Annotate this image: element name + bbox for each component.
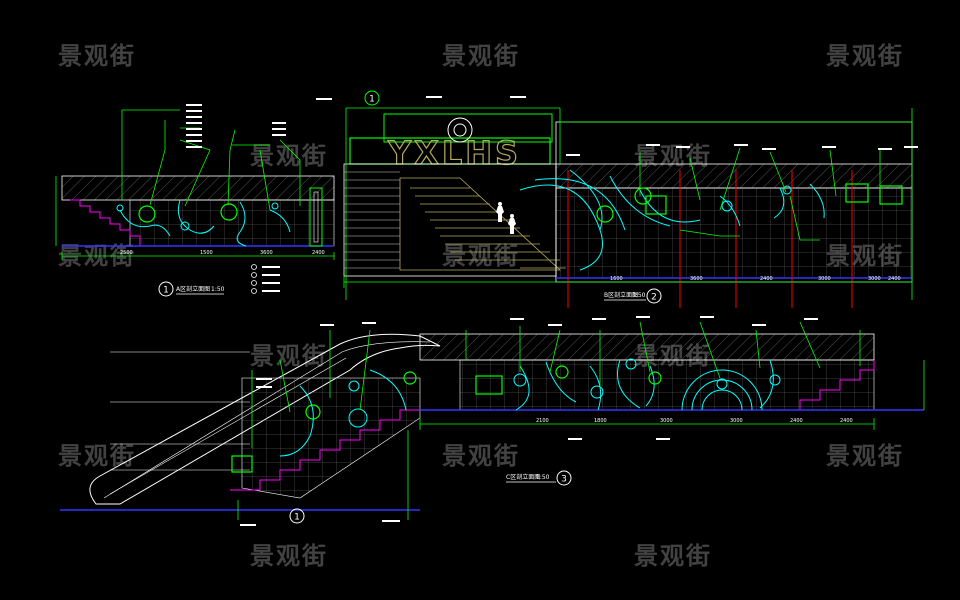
dim-label: 2500 [120,250,133,256]
view-1-number: 1 [163,286,169,296]
dim-label: 1500 [200,250,213,256]
view-1-scale: 1:50 [211,286,225,293]
escalator-view-number: 1 [294,513,300,523]
view-2-number: 2 [651,293,657,303]
dim-label: 2400 [840,418,853,424]
dim-label: 1800 [594,418,607,424]
dim-label: 3600 [690,276,703,282]
view-3-title: C区剖立面图 [506,473,540,481]
section-view-1: 1 A区剖立面图 1:50 [55,104,335,297]
brand-sign: YXLHS [387,134,521,172]
view-2-title: B区剖立面图 [604,291,638,299]
dim-label: 3000 [868,276,881,282]
dim-label: 2400 [888,276,901,282]
dim-label: 3000 [818,276,831,282]
dim-label: 2100 [536,418,549,424]
view-1-title: A区剖立面图 [176,285,210,293]
section-marker: 1 [369,95,375,105]
dim-label: 2400 [760,276,773,282]
view-3-scale: 1:50 [536,474,550,481]
dim-label: 1600 [610,276,623,282]
section-view-2: YXLHS [316,90,918,308]
dimension-labels: 2500 1500 3600 2400 1600 3600 2400 3000 … [120,250,901,424]
view-3-number: 3 [561,475,567,485]
view-2-scale: 1:50 [632,292,646,299]
dim-label: 2400 [312,250,325,256]
dim-label: 3000 [730,418,743,424]
dim-label: 2400 [790,418,803,424]
section-view-3: 3 C区剖立面图 1:50 [419,316,925,486]
dim-label: 3000 [660,418,673,424]
escalator-section: 1 [60,322,441,526]
dim-label: 3600 [260,250,273,256]
